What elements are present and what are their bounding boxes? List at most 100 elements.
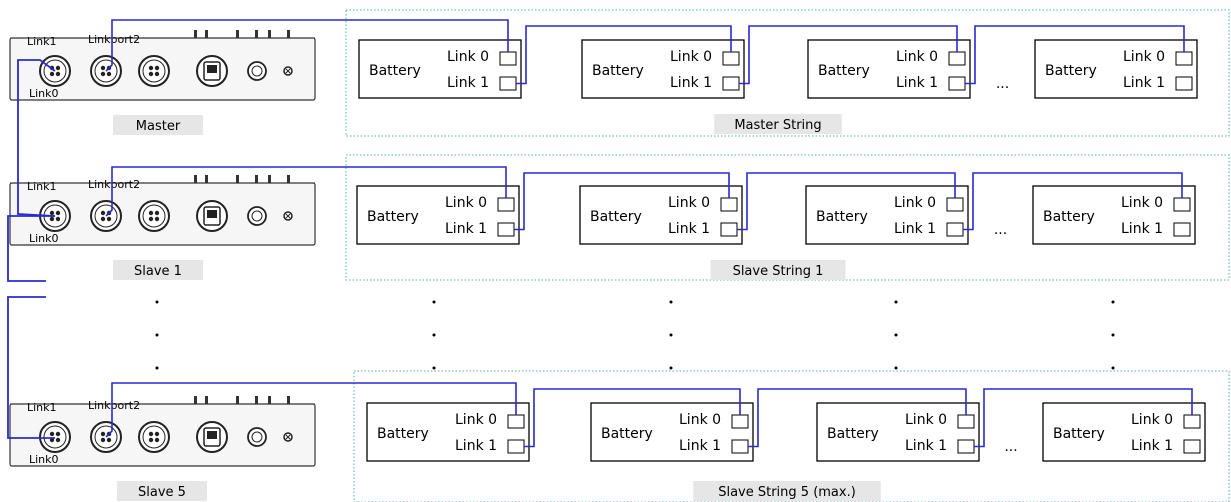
battery-box: Battery Link 0 Link 1 [581,39,745,99]
battery-link0-label: Link 0 [447,49,489,65]
ellipsis-label: ... [1004,439,1017,455]
wire-chain [514,172,730,231]
wire-chain [748,388,967,448]
battery-frame [590,402,754,462]
led-tab-icon [287,30,290,38]
link1-port-icon [499,76,517,91]
battery-link1-label: Link 1 [670,75,712,91]
battery-link0-label: Link 0 [1121,195,1163,211]
led-tab-icon [194,175,197,183]
link1-label: Link1 [27,35,57,48]
continuation-dot [669,300,673,304]
battery-frame [1034,39,1198,99]
link0-port-icon [722,51,740,66]
battery-link0-label: Link 0 [670,49,712,65]
unit-name: Slave 1 [134,264,182,279]
battery-link0-label: Link 0 [679,412,721,428]
battery-link1-label: Link 1 [679,438,721,454]
continuation-dot [669,366,673,370]
continuation-dot [432,333,436,337]
continuation-dot [432,300,436,304]
ellipsis-label: ... [996,76,1009,92]
link0-label: Link0 [29,453,59,466]
led-tab-icon [205,30,208,38]
led-tab-icon [194,30,197,38]
battery-label: Battery [592,63,644,79]
link0-port-icon [731,414,749,429]
continuation-dot [432,366,436,370]
power-button-icon [247,61,267,81]
link0-port-icon [507,414,525,429]
string-name: Slave String 1 [733,264,824,279]
battery-link1-label: Link 1 [455,438,497,454]
battery-link1-label: Link 1 [668,221,710,237]
link1-port-icon [948,76,966,91]
battery-label: Battery [369,63,421,79]
string-caption-bg [714,114,842,134]
continuation-dot [1111,366,1115,370]
continuation-dot [155,300,159,304]
link0-port-icon [1175,51,1193,66]
link1-port-icon [720,222,738,237]
wire-slave1-out [7,215,55,282]
continuation-dot [155,366,159,370]
led-tab-icon [268,396,271,404]
battery-label: Battery [816,209,868,225]
led-tab-icon [268,175,271,183]
led-tab-icon [205,396,208,404]
wire-chain [516,25,732,85]
battery-frame [816,402,980,462]
string-frame [345,9,1230,137]
battery-frame [579,185,743,245]
link1-port-icon [1173,222,1191,237]
link1-port-icon [1175,76,1193,91]
link1-port-icon [957,439,975,454]
link0-label: Link0 [29,232,59,245]
unit-caption-bg [113,260,203,280]
battery-link0-label: Link 0 [668,195,710,211]
link0-port-icon [497,197,515,212]
string-frame [353,370,1230,502]
link1-port-icon [507,439,525,454]
battery-frame [358,39,522,99]
battery-label: Battery [1045,63,1097,79]
link0-port-icon [957,414,975,429]
link0-port-icon [946,197,964,212]
battery-link1-label: Link 1 [896,75,938,91]
led-tab-icon [287,175,290,183]
battery-link1-label: Link 1 [447,75,489,91]
led-tab-icon [236,175,239,183]
led-tab-icon [205,175,208,183]
linkport2-label: Linkport2 [88,178,140,191]
string-caption-bg [693,481,881,501]
wire-linkport2 [105,166,507,217]
battery-link0-label: Link 0 [445,195,487,211]
battery-label: Battery [367,209,419,225]
string-caption-bg [710,260,846,280]
led-tab-icon [255,396,258,404]
continuation-dot [894,333,898,337]
battery-label: Battery [818,63,870,79]
link0-port-icon [948,51,966,66]
battery-link0-label: Link 0 [455,412,497,428]
led-tab-icon [194,396,197,404]
battery-link0-label: Link 0 [1131,412,1173,428]
string-name: Master String [734,118,821,133]
link1-label: Link1 [27,180,57,193]
link0-port-icon [720,197,738,212]
wire-master-to-slave1 [17,59,56,217]
battery-link1-label: Link 1 [1123,75,1165,91]
battery-frame [1042,402,1206,462]
link1-port-icon [731,439,749,454]
